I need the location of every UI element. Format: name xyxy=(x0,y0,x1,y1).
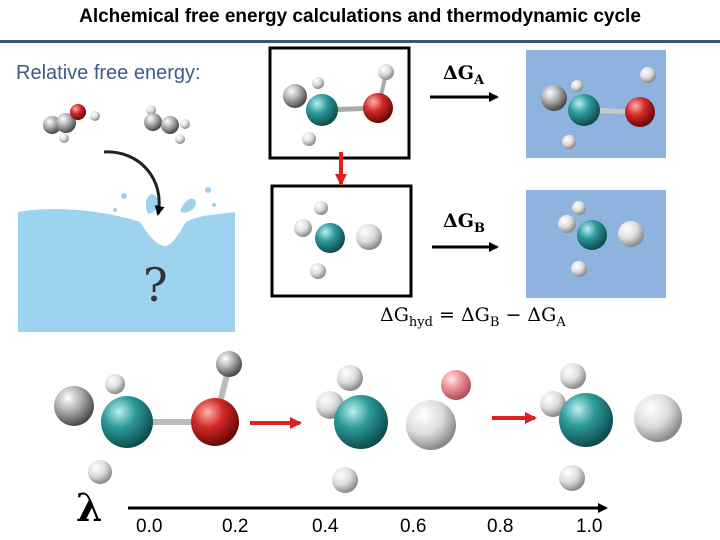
lambda-tick-label: 1.0 xyxy=(576,516,603,537)
label-delta-g-b: ΔGB xyxy=(443,210,485,236)
water-splash-illustration xyxy=(18,150,235,332)
label-delta-g-a: ΔGA xyxy=(443,62,485,88)
lambda-tick-label: 0.0 xyxy=(136,516,163,537)
title-divider xyxy=(0,40,720,43)
question-mark: ? xyxy=(143,258,168,312)
methane-like-molecule-solvated-b xyxy=(558,201,644,277)
lambda-molecule-state-0 xyxy=(54,351,242,484)
equation-delta-g-hyd: ΔGhyd = ΔGB − ΔGA xyxy=(380,304,566,330)
lambda-molecule-state-mid xyxy=(316,365,471,493)
lambda-molecule-state-1 xyxy=(540,363,682,491)
small-methanol-molecule xyxy=(43,104,100,143)
methane-like-molecule-box-b xyxy=(294,201,382,279)
methanol-molecule-box-a xyxy=(283,64,394,146)
lambda-tick-label: 0.6 xyxy=(400,516,427,537)
box-state-b xyxy=(270,184,413,298)
lambda-symbol: λ xyxy=(76,485,103,530)
subtitle-relative-free-energy: Relative free energy: xyxy=(16,62,201,84)
methanol-molecule-solvated-a xyxy=(541,67,656,149)
lambda-tick-label: 0.8 xyxy=(487,516,514,537)
lambda-tick-label: 0.2 xyxy=(222,516,249,537)
small-ethane-molecule xyxy=(144,105,190,144)
lambda-tick-label: 0.4 xyxy=(312,516,339,537)
page-title: Alchemical free energy calculations and … xyxy=(79,6,641,27)
